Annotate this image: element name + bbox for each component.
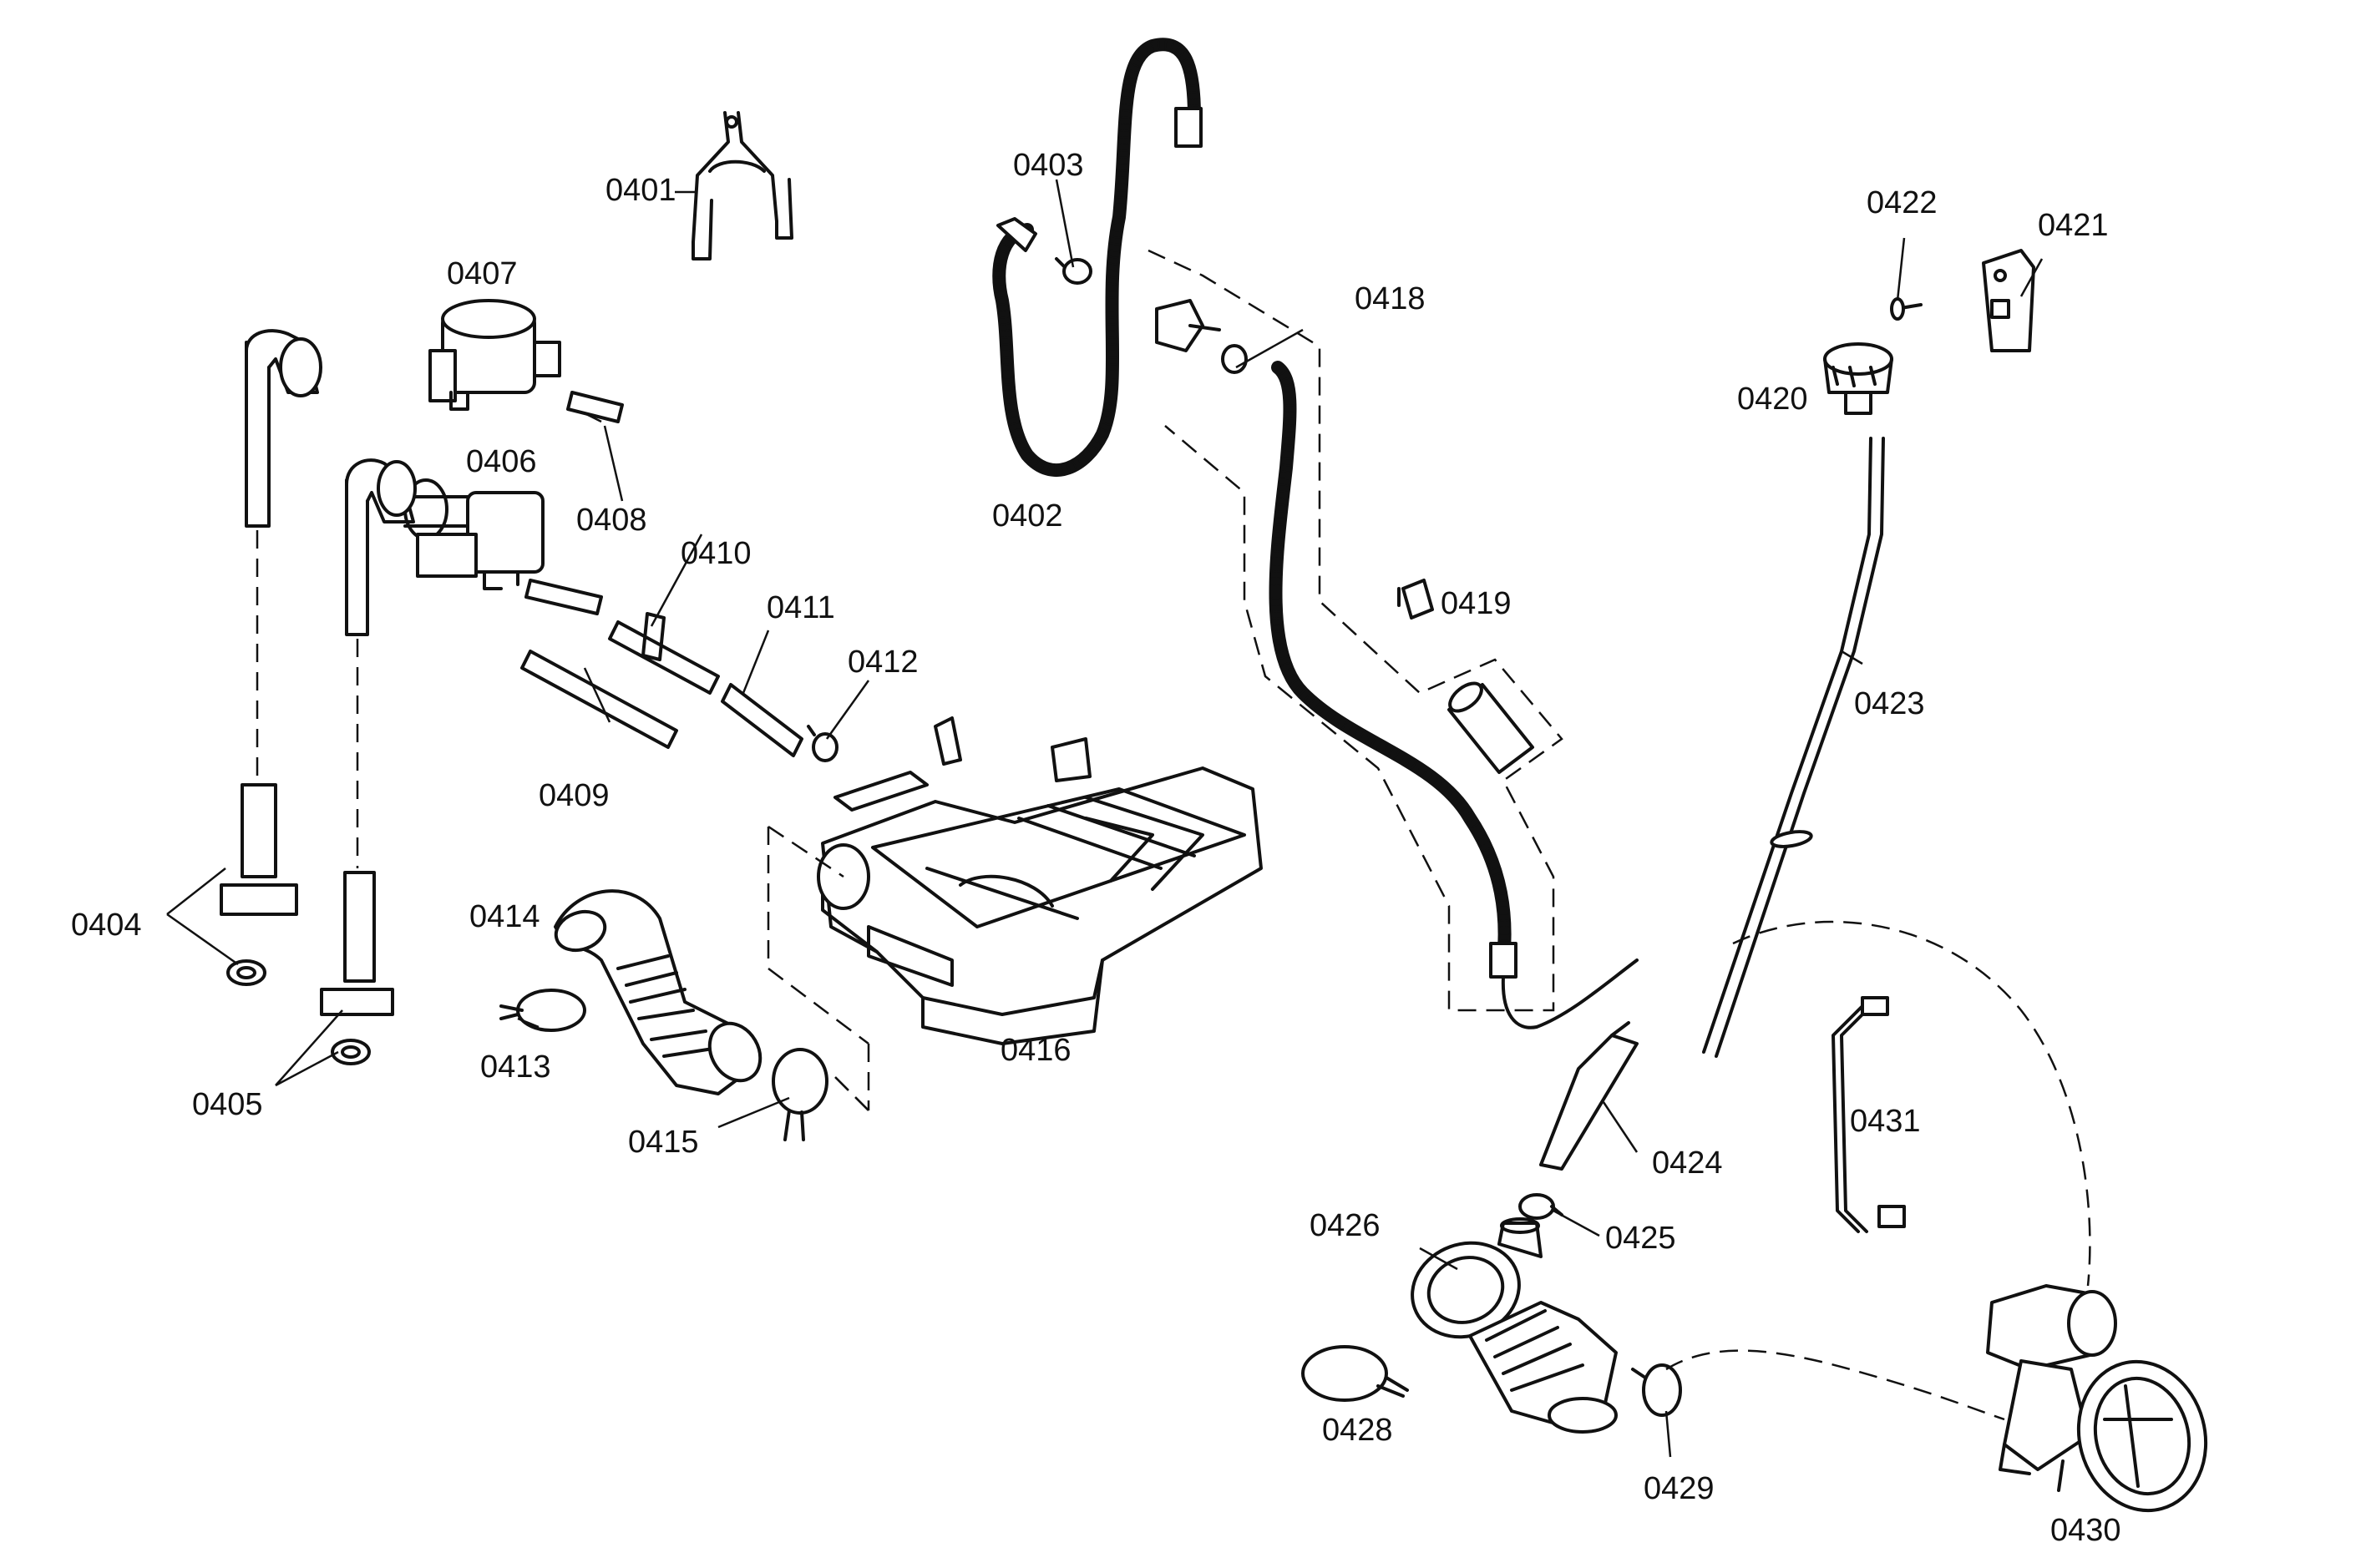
label-0424: 0424: [1652, 1146, 1723, 1181]
label-0430: 0430: [2050, 1513, 2121, 1548]
label-0414: 0414: [469, 899, 540, 934]
part-0430-drain-pump: [1986, 1284, 2208, 1513]
0415-assembly-dashline: [834, 1076, 869, 1111]
label-0421: 0421: [2038, 208, 2109, 243]
part-0408-hose: [524, 391, 624, 615]
label-0404: 0404: [71, 908, 142, 943]
part-0419-sleeve: [1447, 681, 1534, 774]
part-labels: 0401 0402 0403 0404 0405 0406 0407 0408 …: [71, 148, 2121, 1548]
label-0419: 0419: [1441, 586, 1512, 621]
label-0416: 0416: [1001, 1033, 1072, 1068]
0430-assembly-dashline: [1732, 920, 2091, 1287]
part-0409-hose: [520, 650, 678, 749]
label-0423: 0423: [1854, 686, 1925, 721]
label-0409: 0409: [539, 778, 610, 813]
label-0415: 0415: [628, 1125, 699, 1160]
label-0425: 0425: [1605, 1221, 1676, 1256]
label-0408: 0408: [576, 503, 647, 538]
0429-routing-dashline: [1665, 1349, 2005, 1421]
part-0415-clamp: [772, 1048, 828, 1141]
part-0412-clamp: [807, 725, 839, 762]
part-0407-inlet-valve: [428, 299, 561, 411]
part-0413-clamp: [499, 989, 586, 1032]
label-0420: 0420: [1737, 382, 1808, 417]
label-0431: 0431: [1850, 1104, 1921, 1139]
label-0401: 0401: [605, 173, 676, 208]
part-0411-hose: [721, 683, 803, 757]
part-0425-clamp: [1518, 1193, 1563, 1220]
label-0411: 0411: [767, 590, 835, 625]
part-0428-clamp: [1301, 1345, 1409, 1402]
label-0407: 0407: [447, 256, 518, 291]
label-0403: 0403: [1013, 148, 1084, 183]
part-0401-y-connector: [692, 111, 793, 260]
label-0412: 0412: [848, 645, 919, 680]
part-0403-clamp: [1055, 257, 1092, 285]
part-0426-sump-hose: [1411, 1217, 1618, 1434]
part-0405-elbow-pipe: [320, 458, 417, 1065]
part-0406-double-inlet-valve: [403, 478, 545, 590]
part-0423-tube: [1702, 437, 1885, 1058]
label-0428: 0428: [1322, 1413, 1393, 1448]
part-0424-air-chamber: [1539, 1021, 1639, 1171]
label-0413: 0413: [480, 1050, 551, 1085]
label-0402: 0402: [992, 498, 1063, 534]
part-0410-t-connector: [608, 612, 720, 695]
part-0416-detergent-dispenser: [817, 716, 1263, 1045]
label-0410: 0410: [681, 536, 752, 571]
part-0429-clamp: [1631, 1363, 1682, 1417]
part-0422-screw: [1890, 297, 1923, 321]
label-0406: 0406: [466, 444, 537, 479]
0416-assembly-dashline: [767, 825, 870, 1111]
part-0418-drain-hose: [1155, 299, 1639, 1029]
label-0426: 0426: [1310, 1208, 1381, 1243]
part-0420-pressure-switch: [1823, 342, 1893, 415]
label-0405: 0405: [192, 1087, 263, 1122]
0418-assembly-dashline: [1148, 249, 1563, 1012]
label-0422: 0422: [1867, 185, 1938, 220]
part-0419-clip: [1397, 579, 1434, 620]
label-0418: 0418: [1355, 281, 1426, 316]
part-0421-bracket: [1982, 249, 2035, 352]
part-0402-drain-hose: [992, 38, 1203, 477]
part-0414-bellows-hose: [554, 889, 763, 1095]
part-0404-elbow-pipe: [220, 329, 322, 986]
label-0429: 0429: [1644, 1471, 1715, 1506]
leader-lines: [166, 179, 2044, 1458]
part-0431-wire-harness: [1832, 996, 1906, 1233]
